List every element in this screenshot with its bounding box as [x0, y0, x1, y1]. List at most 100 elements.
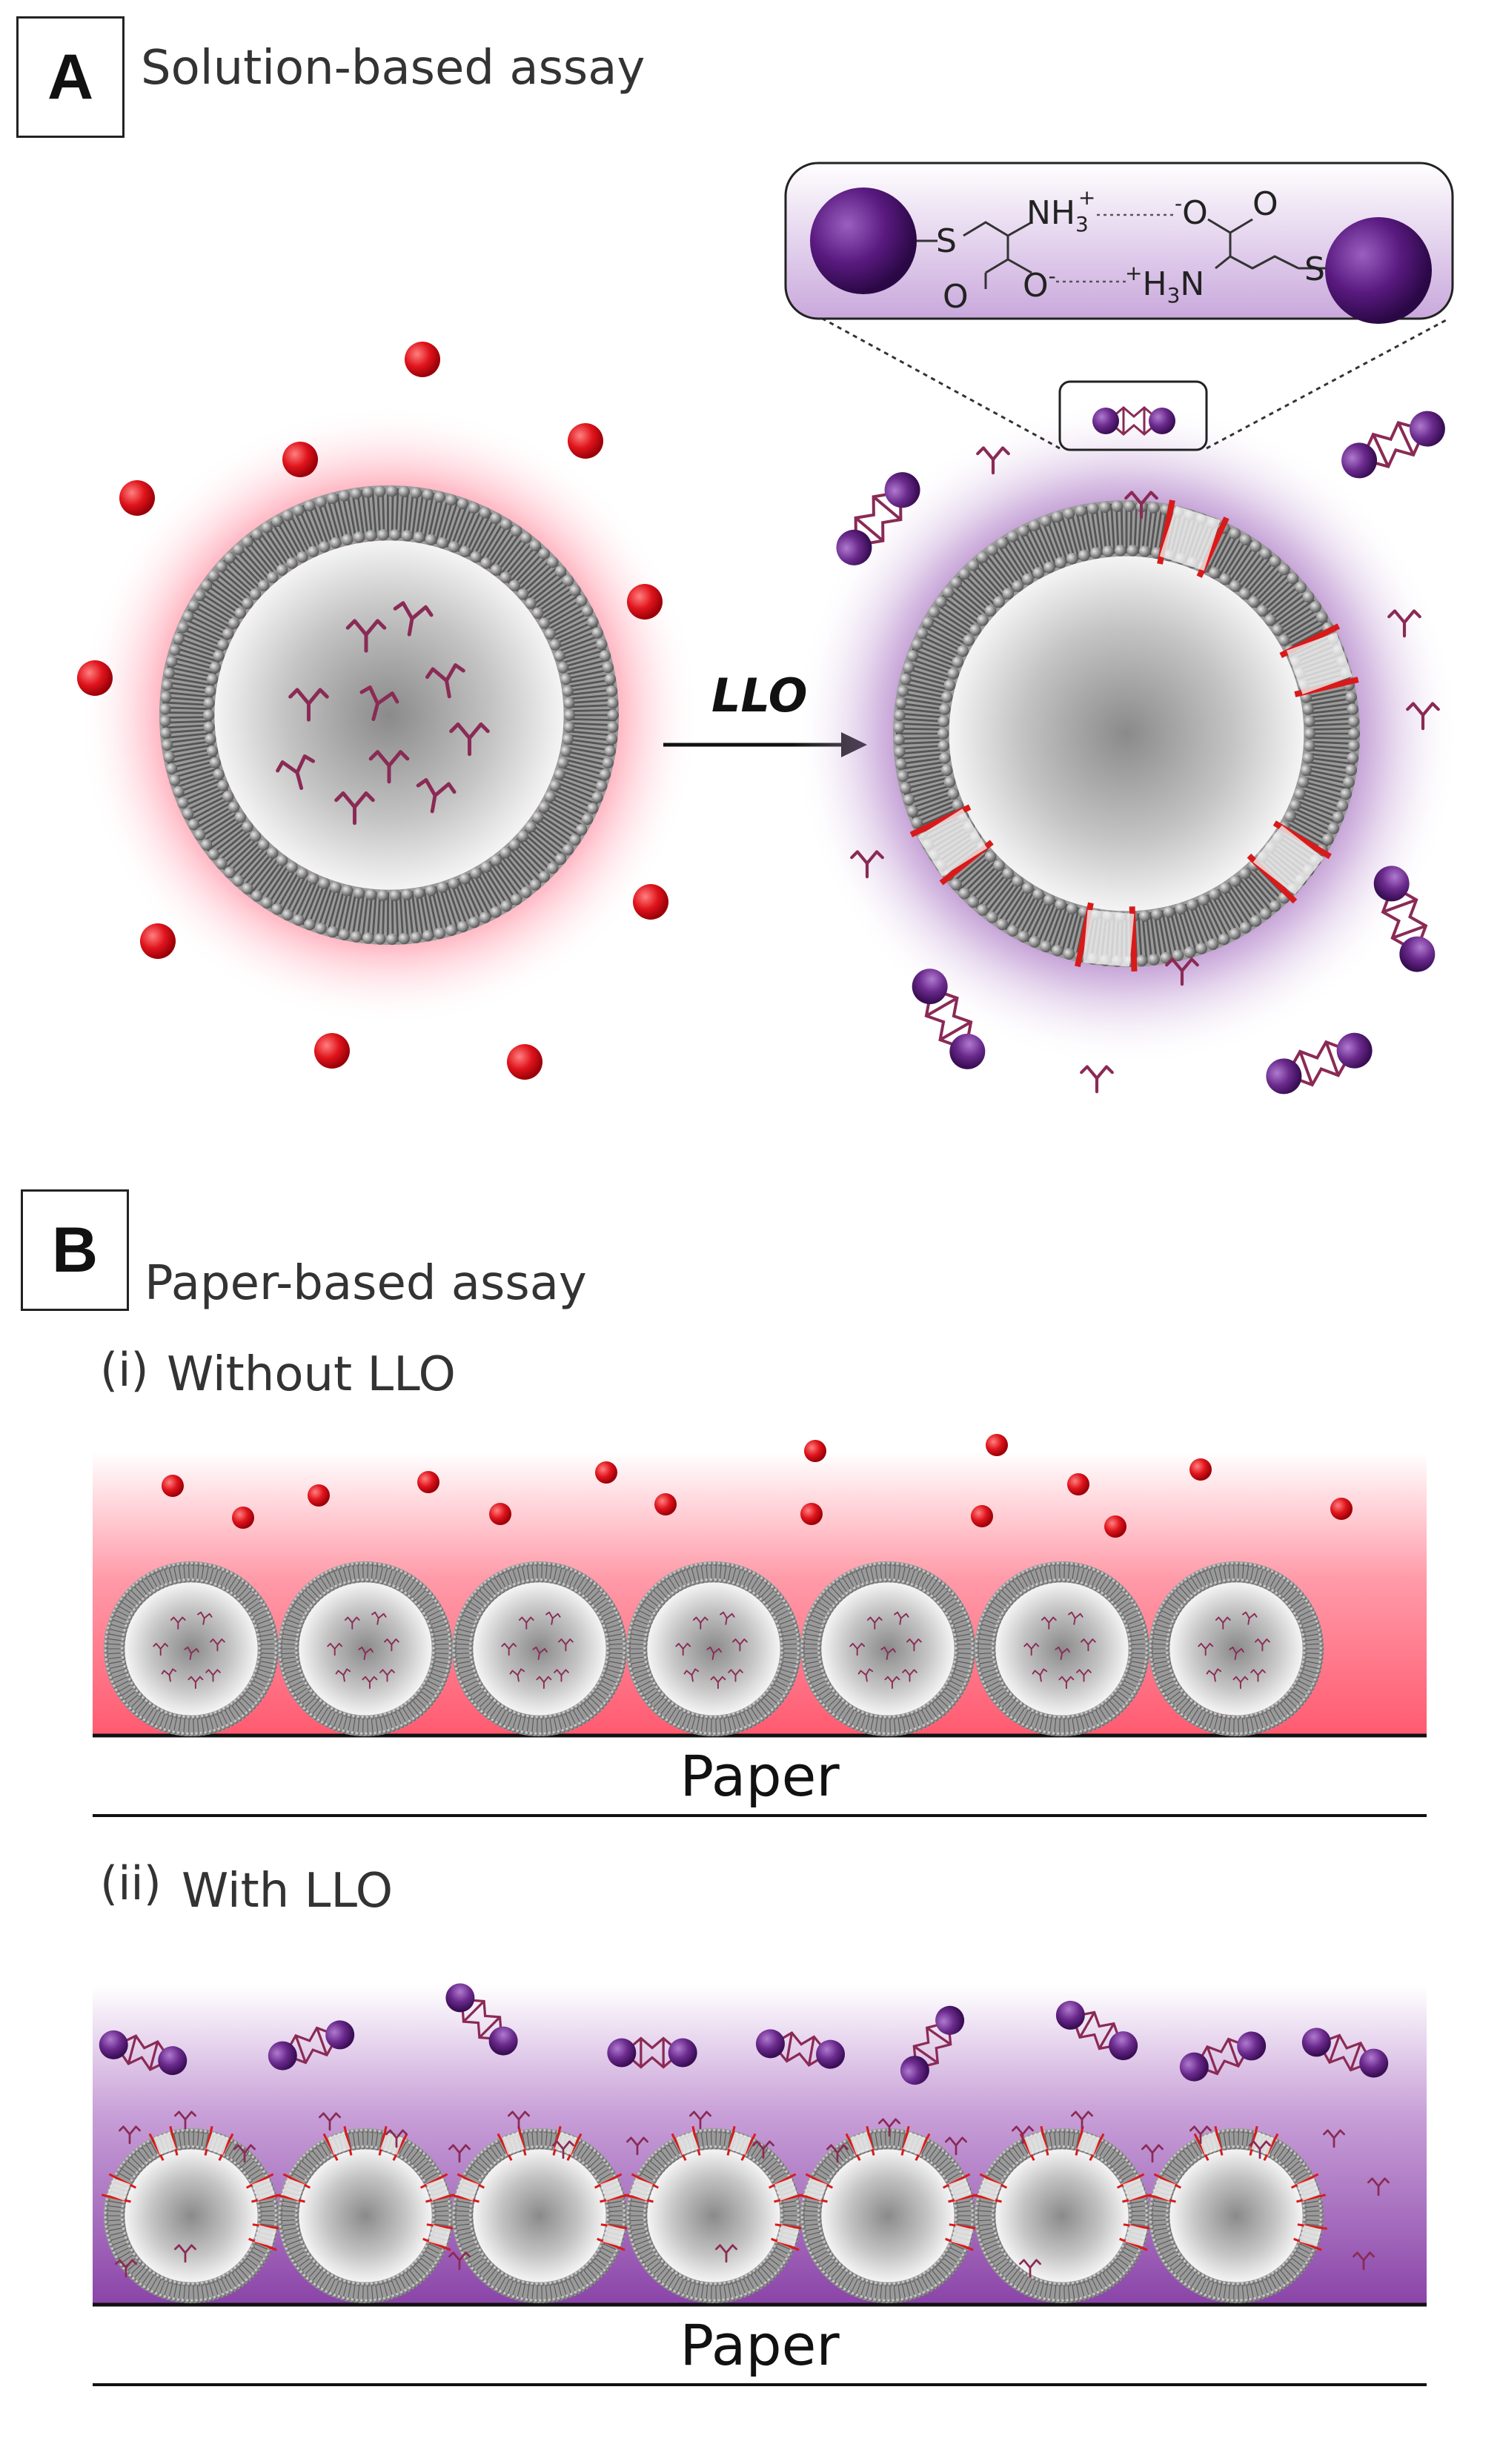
outer-head-group	[440, 2248, 445, 2254]
inner-head-group	[130, 2178, 135, 2183]
inner-head-group	[1113, 2171, 1118, 2176]
outer-head-group	[891, 1731, 896, 1736]
outer-head-group	[459, 2247, 464, 2252]
outer-head-group	[455, 1671, 460, 1676]
outer-head-group	[386, 933, 398, 945]
outer-head-group	[448, 1651, 453, 1656]
outer-head-group	[190, 1732, 195, 1736]
inner-head-group	[1062, 1715, 1067, 1720]
pore-gap	[1024, 2131, 1047, 2155]
inner-head-group	[736, 2277, 741, 2282]
outer-head-group	[941, 1581, 946, 1587]
outer-head-group	[1086, 502, 1099, 515]
outer-head-group	[668, 1720, 674, 1725]
inner-head-group	[942, 2252, 947, 2257]
outer-head-group	[565, 1566, 570, 1571]
inner-head-group	[295, 2222, 300, 2228]
inner-head-group	[1172, 2244, 1178, 2249]
outer-head-group	[483, 1713, 488, 1718]
inner-head-group	[780, 1647, 785, 1651]
outer-head-group	[677, 1568, 682, 1573]
inner-head-group	[952, 799, 964, 811]
outer-head-group	[818, 1699, 823, 1704]
outer-head-group	[1087, 1566, 1092, 1571]
inner-head-group	[1231, 1578, 1236, 1583]
outer-head-group	[266, 2248, 271, 2254]
outer-head-group	[279, 1658, 283, 1663]
inner-head-group	[1057, 2145, 1062, 2150]
inner-head-group	[312, 2167, 317, 2172]
inner-head-group	[135, 1689, 140, 1694]
outer-head-group	[288, 2171, 293, 2176]
inner-head-group	[1012, 875, 1024, 887]
inner-head-group	[1250, 1713, 1255, 1719]
outer-head-group	[1217, 2297, 1221, 2302]
inner-head-group	[1092, 2274, 1098, 2279]
outer-head-group	[434, 2261, 439, 2266]
outer-head-group	[1043, 2297, 1047, 2302]
outer-head-group	[106, 1626, 111, 1631]
inner-head-group	[1000, 1611, 1006, 1616]
outer-head-group	[1278, 1719, 1284, 1724]
outer-head-group	[1221, 2129, 1227, 2134]
inner-head-group	[1138, 910, 1151, 922]
inner-head-group	[1301, 1637, 1307, 1642]
outer-head-group	[1302, 1595, 1307, 1600]
outer-head-group	[1075, 505, 1087, 517]
inner-head-group	[191, 1578, 196, 1583]
outer-head-group	[1151, 1667, 1156, 1672]
liposome-interior	[949, 556, 1304, 911]
inner-head-group	[312, 2259, 317, 2265]
inner-head-group	[1189, 2265, 1195, 2271]
inner-head-group	[148, 2268, 153, 2274]
inner-head-group	[299, 2240, 305, 2245]
inner-head-group	[1302, 752, 1314, 764]
outer-head-group	[291, 2168, 296, 2173]
pore-wall	[426, 2223, 457, 2231]
pore-wall	[979, 2173, 1008, 2189]
outer-head-group	[554, 565, 567, 577]
outer-head-group	[975, 2220, 980, 2225]
outer-head-group	[182, 808, 194, 820]
inner-head-group	[1213, 2279, 1218, 2284]
outer-head-group	[305, 1583, 311, 1588]
outer-head-group	[1118, 1585, 1124, 1590]
outer-head-group	[979, 1617, 984, 1622]
inner-head-group	[122, 1660, 127, 1665]
pore-gap	[455, 2178, 479, 2201]
outer-head-group	[500, 518, 512, 531]
inner-head-group	[865, 2279, 870, 2284]
inner-head-group	[1116, 2252, 1121, 2257]
pore-wall	[1153, 2173, 1182, 2189]
pore-wall	[1263, 2133, 1279, 2162]
inner-head-group	[417, 2171, 422, 2176]
outer-head-group	[668, 2139, 674, 2145]
outer-head-group	[803, 2238, 809, 2243]
outer-head-group	[302, 1706, 308, 1711]
inner-head-group	[918, 1707, 923, 1712]
outer-head-group	[800, 2216, 805, 2221]
outer-head-group	[105, 1630, 110, 1636]
inner-head-group	[203, 721, 215, 734]
inner-head-group	[205, 733, 216, 745]
inner-head-group	[459, 872, 471, 885]
inner-head-group	[213, 2277, 219, 2282]
outer-head-group	[282, 909, 293, 921]
outer-head-group	[1253, 1730, 1258, 1735]
outer-head-group	[477, 1706, 482, 1711]
outer-head-group	[807, 1680, 812, 1685]
outer-head-group	[248, 1585, 253, 1590]
inner-head-group	[1297, 1619, 1302, 1624]
liposome-interior	[299, 2149, 432, 2282]
outer-head-group	[457, 1676, 462, 1681]
inner-head-group	[222, 791, 234, 803]
inner-head-group	[1167, 1628, 1172, 1633]
inner-head-group	[654, 1607, 660, 1613]
inner-head-group	[897, 1714, 902, 1719]
inner-head-group	[708, 2145, 714, 2150]
inner-head-group	[312, 1693, 317, 1698]
outer-head-group	[105, 2229, 110, 2234]
inner-head-group	[474, 1619, 479, 1624]
inner-head-group	[130, 1681, 135, 1687]
inner-head-group	[1084, 1710, 1089, 1716]
